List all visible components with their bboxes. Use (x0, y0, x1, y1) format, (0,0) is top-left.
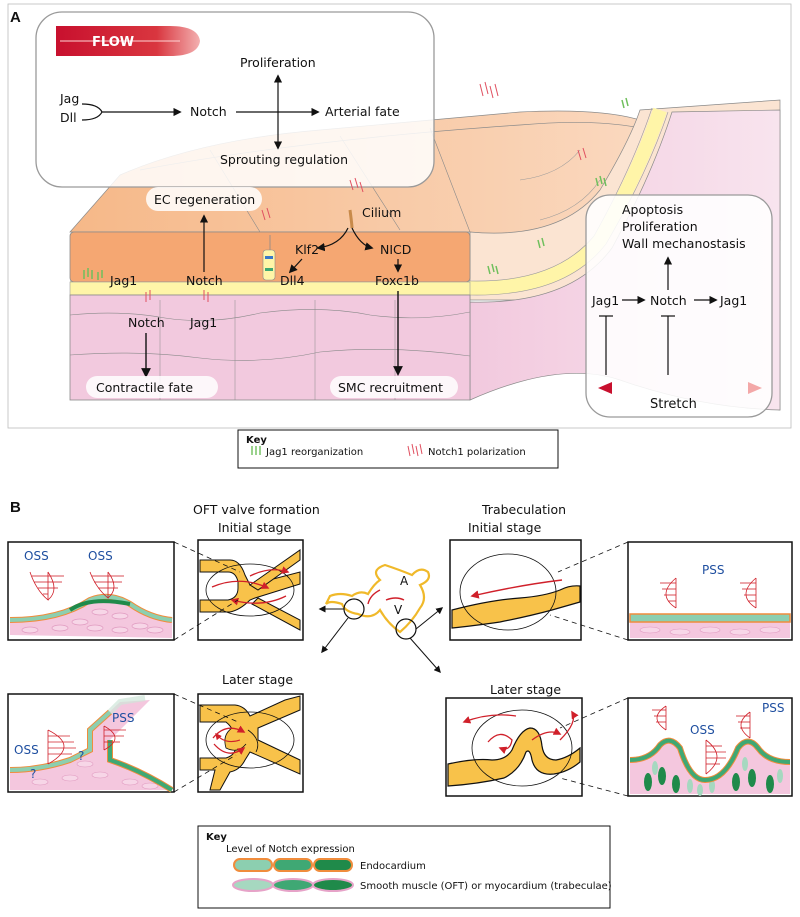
oss-label-1: OSS (24, 549, 49, 563)
wall-mechanostasis-label: Wall mechanostasis (622, 236, 746, 251)
key-a-box (237, 429, 559, 469)
sprouting-regulation-label: Sprouting regulation (220, 152, 348, 167)
key-endocardium-label: Endocardium (360, 861, 426, 872)
jag-label: Jag (59, 91, 79, 106)
question-label-1: ? (30, 767, 36, 781)
dll-label: Dll (60, 110, 77, 125)
pss-trab-later-label: PSS (762, 701, 784, 715)
smc-recruitment-pill (330, 376, 458, 398)
notch-smc-label: Notch (128, 315, 165, 330)
proliferation-label: Proliferation (240, 55, 316, 70)
panel-a-letter: A (10, 9, 21, 26)
klf2-label: Klf2 (295, 242, 319, 257)
pss-oft-later-label: PSS (112, 711, 134, 725)
oft-initial-box (197, 539, 304, 641)
key-notch1-pol-label: Notch1 polarization (428, 447, 526, 458)
trab-initial-box (449, 539, 582, 641)
flow-arrow: FLOW (56, 26, 200, 56)
cilium-icon (348, 209, 354, 229)
notch-right-label: Notch (650, 293, 687, 308)
flow-label: FLOW (92, 35, 134, 50)
question-label-2: ? (78, 749, 84, 763)
oft-later-tissue-box: PSS OSS ? ? (7, 693, 175, 793)
key-b-title: Key (206, 832, 227, 843)
notch1-polarization-markers (145, 81, 587, 302)
jag1-smc-label: Jag1 (189, 315, 217, 330)
smc-recruitment-label: SMC recruitment (338, 380, 443, 395)
notch1-key-icon (407, 443, 423, 457)
panel-a-frame (7, 3, 792, 429)
ec-regeneration-pill (146, 187, 262, 211)
contractile-fate-pill (86, 376, 218, 398)
oss-oft-later-label: OSS (14, 743, 39, 757)
trab-initial-tissue-box: PSS (627, 541, 793, 641)
jag1-reorganization-markers (83, 97, 629, 280)
dll4-label: Dll4 (280, 273, 305, 288)
key-b-subtitle: Level of Notch expression (226, 844, 355, 855)
jag1-right-left-label: Jag1 (591, 293, 619, 308)
oft-later-label: Later stage (222, 672, 293, 687)
oss-label-2: OSS (88, 549, 113, 563)
heart-ventricle-label: V (394, 603, 403, 617)
nicd-label: NICD (380, 242, 411, 257)
key-smooth-muscle-label: Smooth muscle (OFT) or myocardium (trabe… (360, 881, 612, 892)
heart-schematic: A V (325, 563, 431, 640)
jag1-ec-label: Jag1 (109, 273, 137, 288)
key-jag1-reorg-label: Jag1 reorganization (265, 447, 363, 458)
foxc1b-label: Foxc1b (375, 273, 419, 288)
muscle-key-icons (232, 878, 354, 892)
cell-junction-icon (262, 249, 276, 281)
oft-title: OFT valve formation (193, 502, 320, 517)
key-a-title: Key (246, 435, 267, 446)
trab-later-box (445, 697, 583, 797)
panel-b-letter: B (10, 499, 21, 516)
trab-initial-label: Initial stage (468, 520, 542, 535)
endocardium-key-icons (233, 858, 353, 872)
pss-trab-initial-label: PSS (702, 563, 724, 577)
stretch-signaling-box (585, 194, 773, 418)
apoptosis-label: Apoptosis (622, 202, 683, 217)
cilium-to-nicd-arrow (351, 227, 374, 251)
trab-later-tissue-box: PSS OSS (627, 697, 793, 797)
cilium-label: Cilium (362, 205, 401, 220)
ec-regeneration-label: EC regeneration (154, 192, 255, 207)
arterial-fate-label: Arterial fate (325, 104, 400, 119)
heart-atrium-label: A (400, 574, 409, 588)
stretch-inhibition-lines (599, 315, 675, 375)
contractile-fate-label: Contractile fate (96, 380, 193, 395)
cilium-to-klf2-arrow (316, 227, 349, 252)
oft-initial-label: Initial stage (218, 520, 292, 535)
trab-title: Trabeculation (481, 502, 566, 517)
stretch-label: Stretch (650, 397, 697, 412)
trab-later-label: Later stage (490, 682, 561, 697)
notch-label-flow: Notch (190, 104, 227, 119)
oft-initial-tissue-box: OSS OSS (7, 541, 175, 641)
jag1-right-right-label: Jag1 (719, 293, 747, 308)
proliferation-right-label: Proliferation (622, 219, 698, 234)
oss-trab-later-label: OSS (690, 723, 715, 737)
zoom-dashed-connectors (173, 541, 629, 797)
ligand-fork-arrow (81, 103, 180, 121)
notch-ec-label: Notch (186, 273, 223, 288)
heart-connector-arrows (318, 605, 444, 674)
oft-later-box (197, 693, 304, 793)
klf2-to-dll4-arrow (288, 258, 303, 274)
jag1-key-icon (251, 446, 261, 455)
